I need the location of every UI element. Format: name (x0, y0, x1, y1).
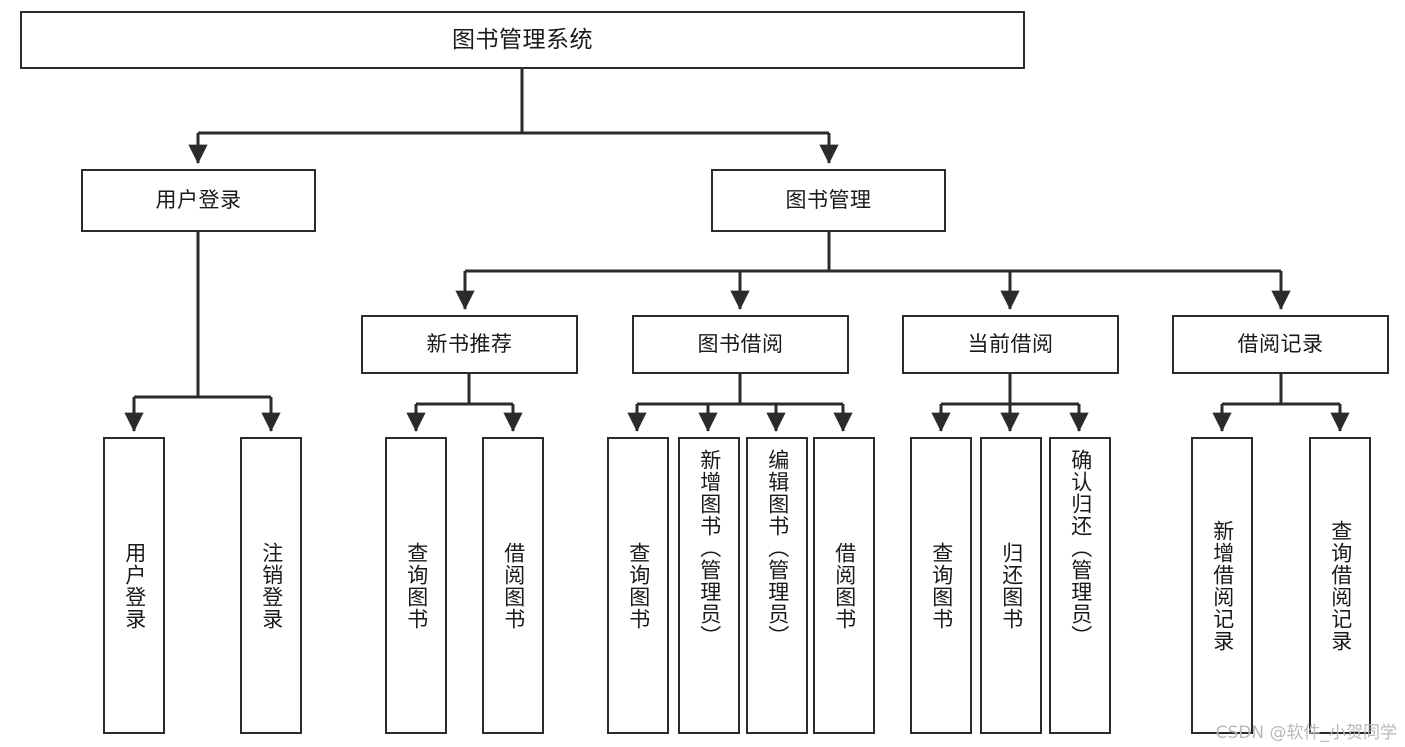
leaf-record-add-record-label: 新增借阅记录 (1210, 519, 1235, 652)
csdn-watermark: CSDN @软件_小贺同学 (1215, 723, 1397, 743)
node-book-management-label: 图书管理 (785, 187, 872, 212)
leaf-record-add-record[interactable]: 新增借阅记录 (1191, 437, 1253, 734)
node-borrow-record-label: 借阅记录 (1237, 331, 1324, 356)
node-borrow-record[interactable]: 借阅记录 (1172, 315, 1389, 374)
leaf-borrow-borrow-book-label: 借阅图书 (832, 541, 857, 630)
leaf-newbook-borrow-book[interactable]: 借阅图书 (482, 437, 544, 734)
leaf-borrow-add-book-admin[interactable]: 新增图书（管理员） (678, 437, 740, 734)
leaf-borrow-query-book-label: 查询图书 (626, 541, 651, 630)
leaf-record-query-record-label: 查询借阅记录 (1328, 519, 1353, 652)
leaf-borrow-add-book-admin-label: 新增图书（管理员） (697, 449, 722, 647)
node-book-borrow[interactable]: 图书借阅 (632, 315, 849, 374)
leaf-logout[interactable]: 注销登录 (240, 437, 302, 734)
leaf-borrow-query-book[interactable]: 查询图书 (607, 437, 669, 734)
leaf-current-confirm-return-admin[interactable]: 确认归还（管理员） (1049, 437, 1111, 734)
node-book-management[interactable]: 图书管理 (711, 169, 946, 232)
leaf-newbook-query-book[interactable]: 查询图书 (385, 437, 447, 734)
leaf-borrow-edit-book-admin-label: 编辑图书（管理员） (765, 449, 790, 647)
leaf-user-login-label: 用户登录 (122, 541, 147, 630)
leaf-logout-label: 注销登录 (259, 541, 284, 630)
leaf-borrow-borrow-book[interactable]: 借阅图书 (813, 437, 875, 734)
leaf-current-return-book[interactable]: 归还图书 (980, 437, 1042, 734)
node-new-book-recommend[interactable]: 新书推荐 (361, 315, 578, 374)
node-user-login[interactable]: 用户登录 (81, 169, 316, 232)
node-root-label: 图书管理系统 (452, 26, 593, 53)
node-user-login-label: 用户登录 (155, 187, 242, 212)
node-current-borrow[interactable]: 当前借阅 (902, 315, 1119, 374)
leaf-newbook-borrow-book-label: 借阅图书 (501, 541, 526, 630)
node-root[interactable]: 图书管理系统 (20, 11, 1025, 69)
leaf-borrow-edit-book-admin[interactable]: 编辑图书（管理员） (746, 437, 808, 734)
leaf-record-query-record[interactable]: 查询借阅记录 (1309, 437, 1371, 734)
leaf-user-login[interactable]: 用户登录 (103, 437, 165, 734)
leaf-current-return-book-label: 归还图书 (999, 541, 1024, 630)
node-current-borrow-label: 当前借阅 (967, 331, 1054, 356)
leaf-newbook-query-book-label: 查询图书 (404, 541, 429, 630)
node-book-borrow-label: 图书借阅 (697, 331, 784, 356)
leaf-current-query-book-label: 查询图书 (929, 541, 954, 630)
node-new-book-recommend-label: 新书推荐 (426, 331, 513, 356)
leaf-current-query-book[interactable]: 查询图书 (910, 437, 972, 734)
leaf-current-confirm-return-admin-label: 确认归还（管理员） (1068, 449, 1093, 647)
